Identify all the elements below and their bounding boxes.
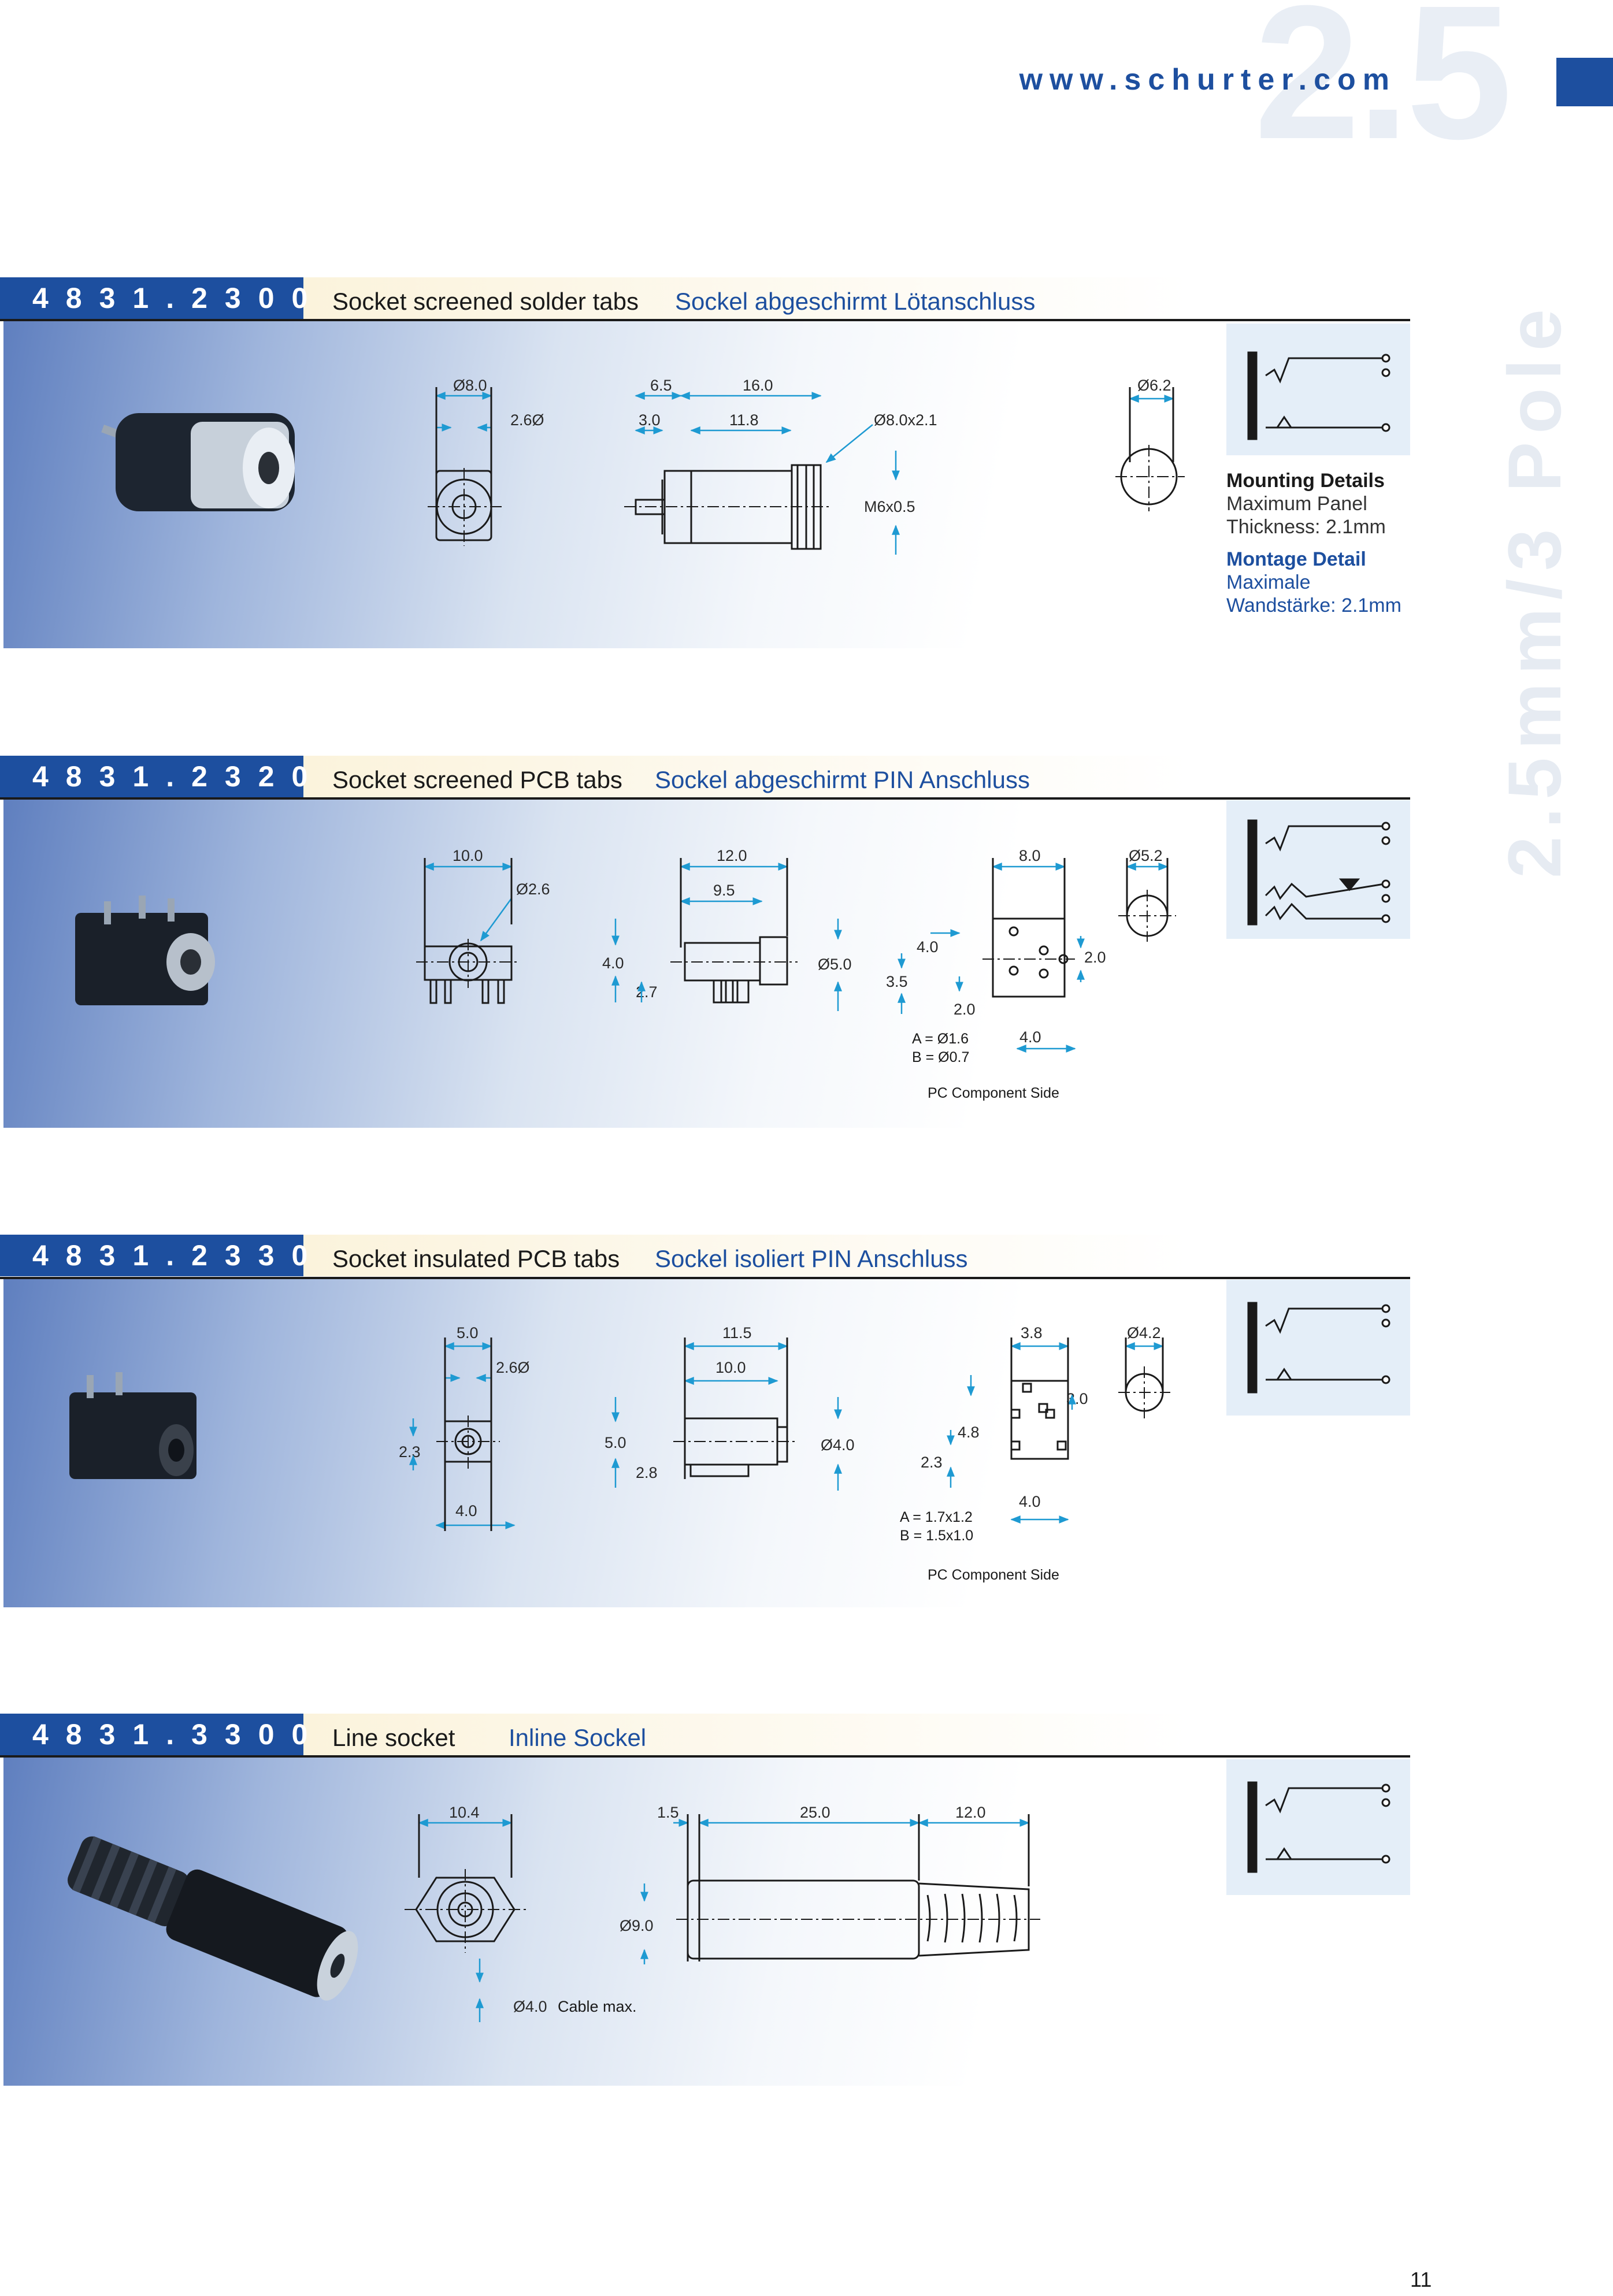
product-code-4831-2330: 4831.2330	[0, 1235, 307, 1276]
dimension-label: 5.0	[605, 1434, 626, 1451]
dimension-label: 6.5	[650, 377, 672, 394]
dimension-label: 10.0	[715, 1359, 746, 1376]
product-name-en: Socket insulated PCB tabs	[332, 1245, 620, 1272]
dimension-label: 12.0	[955, 1804, 986, 1821]
pin-note: B = Ø0.7	[912, 1049, 970, 1065]
dimension-label: 4.8	[958, 1424, 980, 1441]
dimension-label: 5.0	[457, 1324, 479, 1342]
dimension-label: 1.5	[657, 1804, 679, 1821]
dimension-label: 4.0	[917, 938, 939, 956]
pin-note: A = Ø1.6	[912, 1031, 969, 1047]
dimension-label: 2.8	[636, 1464, 658, 1481]
section-tab-marker	[1556, 58, 1613, 106]
dimension-label: 4.0	[1019, 1493, 1041, 1510]
dimension-label: Ø8.0x2.1	[874, 411, 937, 429]
dimension-label: 2.6Ø	[496, 1359, 530, 1376]
product-photo-area-4831-2330	[3, 1277, 1410, 1607]
mounting-line: Maximum Panel	[1226, 493, 1367, 515]
product-name-de: Sockel abgeschirmt PIN Anschluss	[655, 766, 1030, 793]
dimension-label: Ø9.0	[620, 1917, 654, 1934]
dimension-label: 4.0	[602, 954, 624, 972]
dimension-label: 2.6Ø	[510, 411, 544, 429]
dimension-label: Ø6.2	[1137, 377, 1171, 394]
product-name-de: Inline Sockel	[509, 1724, 647, 1751]
dimension-label: 8.0	[1019, 847, 1041, 864]
dimension-label: 9.5	[713, 882, 735, 899]
mounting-details: Mounting Details Maximum Panel Thickness…	[1226, 469, 1401, 617]
dimension-label: 3.5	[886, 973, 908, 990]
pc-side-note: PC Component Side	[928, 1085, 1059, 1101]
dimension-label: Ø5.0	[818, 956, 852, 973]
dimension-label: 3.0	[639, 411, 661, 429]
dimension-label: 11.8	[729, 411, 759, 429]
dimension-label: M6x0.5	[864, 498, 915, 515]
product-name-en: Socket screened PCB tabs	[332, 766, 622, 793]
mounting-line: Wandstärke: 2.1mm	[1226, 595, 1401, 616]
dimension-label: 4.0	[1019, 1028, 1041, 1046]
dimension-label: 2.0	[954, 1001, 976, 1018]
website-url[interactable]: www.schurter.com	[1019, 63, 1396, 96]
pin-note: A = 1.7x1.2	[900, 1509, 973, 1525]
product-code-4831-2300: 4831.2300	[0, 277, 307, 319]
dimension-label: 2.0	[1084, 949, 1106, 966]
product-name-en: Line socket	[332, 1724, 455, 1751]
product-photo-line-socket	[67, 1836, 358, 2001]
dimension-label: Ø8.0	[453, 377, 487, 394]
product-photo-jack-pcb	[75, 896, 215, 1005]
mounting-title-de: Montage Detail	[1226, 548, 1366, 570]
dimension-label: 12.0	[717, 847, 747, 864]
dimension-label: 16.0	[743, 377, 773, 394]
dimension-label: 10.0	[453, 847, 483, 864]
dimension-label: 2.3	[921, 1454, 943, 1471]
dimension-label: 25.0	[800, 1804, 830, 1821]
pin-note: B = 1.5x1.0	[900, 1528, 974, 1544]
pc-side-note: PC Component Side	[928, 1567, 1059, 1583]
page-number: 11	[1410, 2268, 1432, 2291]
product-name-en: Socket screened solder tabs	[332, 288, 639, 315]
dimension-label: Ø4.0	[513, 1998, 547, 2015]
mounting-line: Thickness: 2.1mm	[1226, 516, 1386, 538]
dimension-label: 10.4	[449, 1804, 480, 1821]
product-code-4831-2320: 4831.2320	[0, 756, 307, 797]
dimension-label: 11.5	[722, 1324, 752, 1342]
section-number-watermark: 2.5	[1254, 0, 1512, 179]
product-photo-jack-solder	[101, 413, 295, 511]
dimension-label: Ø2.6	[516, 880, 550, 898]
product-code-4831-3300: 4831.3300	[0, 1714, 307, 1755]
product-photo-jack-insulated	[69, 1372, 196, 1479]
dimension-label: Ø4.0	[821, 1436, 855, 1454]
dimension-label: 3.8	[1021, 1324, 1043, 1342]
dimension-label: Ø4.2	[1127, 1324, 1161, 1342]
dimension-label: Ø5.2	[1129, 847, 1163, 864]
dimension-label: 4.0	[455, 1502, 477, 1519]
product-name-de: Sockel abgeschirmt Lötanschluss	[675, 288, 1036, 315]
cable-note: Cable max.	[558, 1998, 637, 2015]
mounting-line: Maximale	[1226, 571, 1311, 593]
product-name-de: Sockel isoliert PIN Anschluss	[655, 1245, 968, 1272]
mounting-title-en: Mounting Details	[1226, 470, 1385, 492]
